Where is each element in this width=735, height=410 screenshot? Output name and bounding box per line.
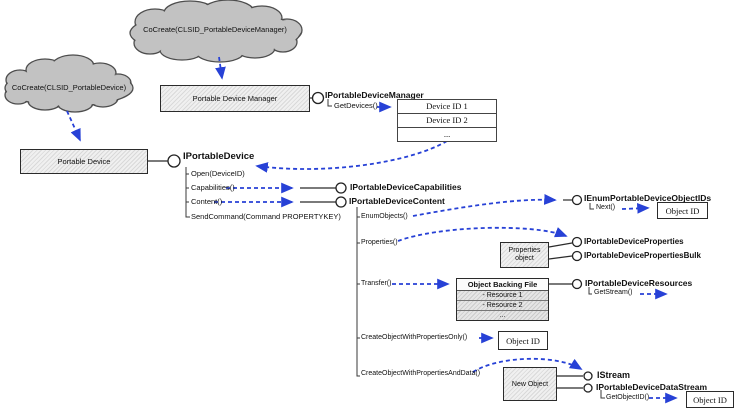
next-method: Next()	[596, 204, 616, 211]
lollipop-propertiesbulk	[571, 250, 583, 262]
lollipop-resources	[571, 278, 583, 290]
object-id-box-createonly: Object ID	[498, 331, 548, 350]
object-backing-file-box: Object Backing File - Resource 1 - Resou…	[456, 278, 549, 321]
arrow-enumobjects	[412, 194, 557, 217]
ienumportabledeviceobjectids-label: IEnumPortableDeviceObjectIDs	[584, 193, 712, 203]
iportabledevicecontent-label: IPortableDeviceContent	[349, 196, 445, 206]
cloud-cocreate-device	[4, 54, 134, 113]
getobjectid-method: GetObjectID()	[606, 394, 650, 401]
interface-circles	[167, 91, 593, 393]
content-method: Content()	[191, 197, 223, 206]
lollipop-properties	[571, 236, 583, 248]
lollipop-enum	[571, 194, 583, 206]
iportabledevicepropertiesbulk-label: IPortableDevicePropertiesBulk	[584, 251, 701, 260]
resource-row: - Resource 1	[457, 291, 548, 301]
iportabledeviceproperties-label: IPortableDeviceProperties	[584, 237, 684, 246]
cloud-device-label: CoCreate(CLSID_PortableDevice)	[11, 83, 127, 92]
createobjectwithpropertiesonly-method: CreateObjectWithPropertiesOnly()	[361, 334, 468, 341]
dashed-arrows	[66, 56, 678, 404]
iportabledevice-label: IPortableDevice	[183, 151, 255, 162]
cloud-manager-label: CoCreate(CLSID_PortableDeviceManager)	[143, 25, 287, 34]
device-id-list: Device ID 1 Device ID 2 ...	[397, 99, 497, 142]
object-id-box-enum: Object ID	[657, 202, 708, 219]
object-backing-file-header: Object Backing File	[457, 279, 548, 291]
iportabledeviceresources-label: IPortableDeviceResources	[585, 278, 693, 288]
getdevices-method: GetDevices()	[334, 101, 378, 110]
lollipop-capabilities	[335, 182, 347, 194]
arrow-list-to-iportabledevice	[255, 140, 448, 173]
lollipop-manager	[311, 91, 325, 105]
arrow-next	[621, 203, 650, 214]
iportabledevicemanager-label: IPortableDeviceManager	[325, 90, 424, 100]
device-id-row: Device ID 1	[398, 100, 496, 114]
new-object-box: New Object	[503, 367, 557, 401]
getstream-method: GetStream()	[594, 289, 633, 296]
lollipop-content	[335, 196, 347, 208]
lollipop-datastream	[583, 383, 593, 393]
lollipop-lines	[148, 97, 583, 389]
enumobjects-method: EnumObjects()	[361, 213, 408, 220]
portable-device-box: Portable Device	[20, 149, 148, 174]
arrow-cloud-to-manager	[215, 56, 226, 80]
createobjectwithpropertiesanddata-method: CreateObjectWithPropertiesAndData()	[361, 370, 481, 377]
object-id-box-createdata: Object ID	[686, 391, 734, 408]
capabilities-method: Capabilities()	[191, 183, 235, 192]
lollipop-istream	[583, 371, 593, 381]
resource-row: ...	[457, 311, 548, 320]
arrow-createdata	[472, 357, 583, 373]
device-id-row: Device ID 2	[398, 114, 496, 128]
properties-object-label-1: Properties	[508, 247, 541, 254]
portable-device-manager-box: Portable Device Manager	[160, 85, 310, 112]
iportabledevicecapabilities-label: IPortableDeviceCapabilities	[350, 182, 462, 192]
lollipop-device	[167, 154, 181, 168]
open-method: Open(DeviceID)	[191, 169, 245, 178]
arrow-properties	[397, 226, 568, 242]
method-brackets	[185, 99, 605, 399]
iportabledevicedatastream-label: IPortableDeviceDataStream	[596, 382, 708, 392]
arrow-cloud-to-device	[66, 110, 81, 142]
properties-object-label-2: object	[515, 255, 534, 262]
properties-method: Properties()	[361, 239, 398, 246]
istream-label: IStream	[597, 370, 631, 380]
sendcommand-method: SendCommand(Command PROPERTYKEY)	[191, 212, 341, 221]
properties-object-box: Properties object	[500, 242, 549, 268]
resource-row: - Resource 2	[457, 301, 548, 311]
cloud-cocreate-manager	[129, 0, 303, 63]
device-id-row: ...	[398, 128, 496, 141]
transfer-method: Transfer()	[361, 280, 392, 287]
